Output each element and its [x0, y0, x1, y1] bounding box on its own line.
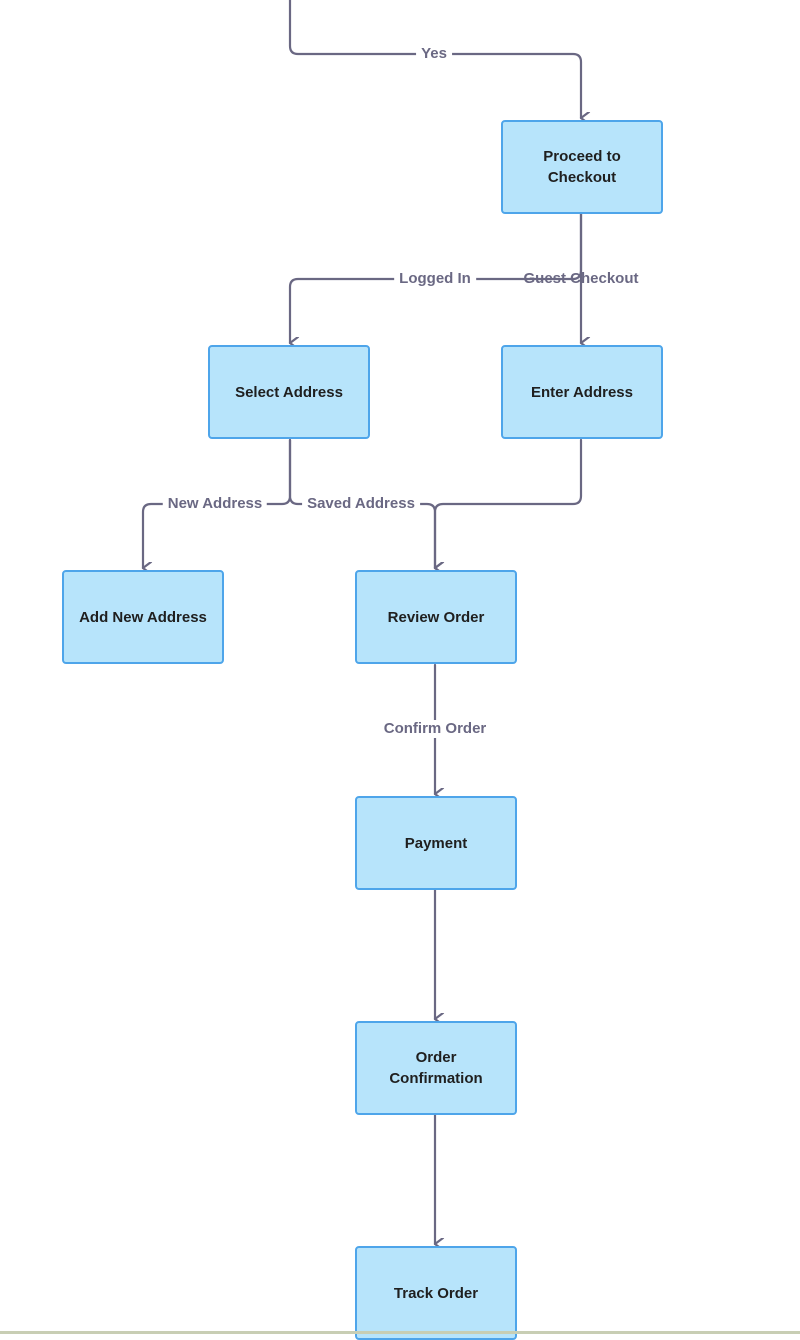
edge-label-saved-address: Saved Address — [302, 495, 420, 513]
node-payment[interactable]: Payment — [355, 796, 517, 890]
edge-label-confirm-order: Confirm Order — [378, 720, 492, 738]
node-review-order[interactable]: Review Order — [355, 570, 517, 664]
node-add-new-address[interactable]: Add New Address — [62, 570, 224, 664]
node-enter-address[interactable]: Enter Address — [501, 345, 663, 439]
edge-label-logged-in: Logged In — [394, 270, 476, 288]
node-proceed-to-checkout[interactable]: Proceed to Checkout — [501, 120, 663, 214]
node-track-order[interactable]: Track Order — [355, 1246, 517, 1340]
edge-label-yes: Yes — [416, 45, 452, 63]
node-select-address[interactable]: Select Address — [208, 345, 370, 439]
edge-label-new-address: New Address — [162, 495, 268, 513]
bottom-border — [0, 1331, 800, 1334]
edge-enter-to-review — [433, 438, 583, 568]
edge-label-guest-checkout: Guest Checkout — [523, 270, 639, 287]
node-order-confirmation[interactable]: Order Confirmation — [355, 1021, 517, 1115]
